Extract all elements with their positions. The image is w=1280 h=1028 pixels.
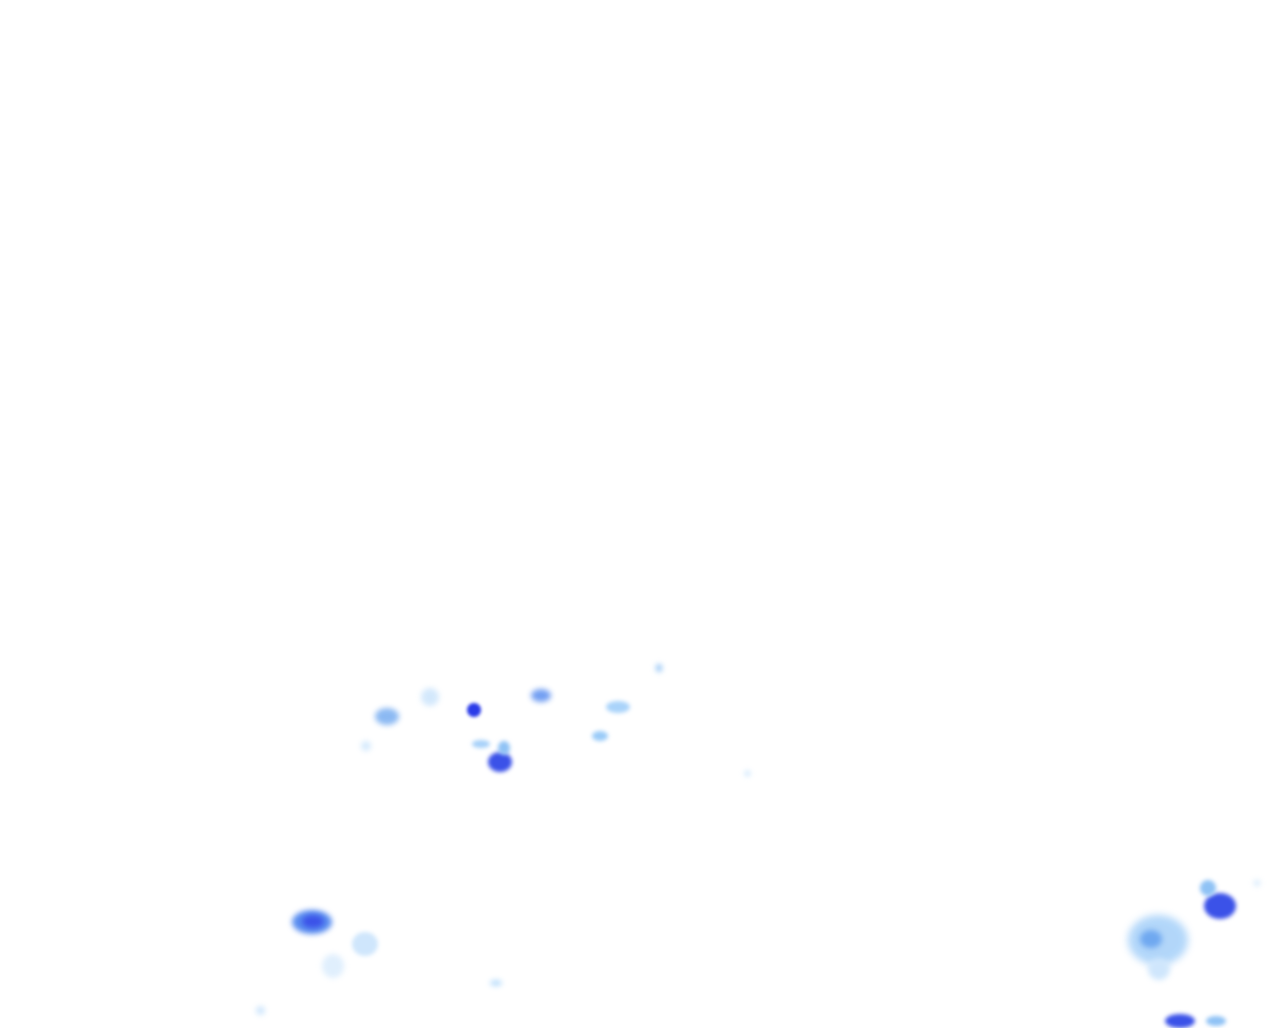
echo-cell [531,689,551,702]
echo-cell [1206,1016,1226,1026]
echo-cell [421,688,439,706]
echo-cell [606,701,630,713]
echo-cell [256,1006,265,1015]
echo-cell [375,708,399,725]
echo-cell [498,741,510,755]
echo-cell [745,771,750,776]
echo-cell [1200,880,1216,896]
echo-cell [361,741,371,751]
echo-cell [1148,958,1170,980]
echo-cell [467,703,481,717]
echo-cell [1140,930,1162,948]
echo-cell [488,752,512,772]
echo-cell [1204,893,1236,919]
echo-cell [1254,880,1260,886]
echo-cell [322,954,344,978]
echo-cell [656,664,662,672]
echo-cell [302,915,324,928]
echo-cell [490,980,502,986]
echo-cell [352,932,378,956]
echo-cell [472,740,490,748]
echo-cell [592,731,608,741]
echo-cell [1165,1014,1195,1028]
